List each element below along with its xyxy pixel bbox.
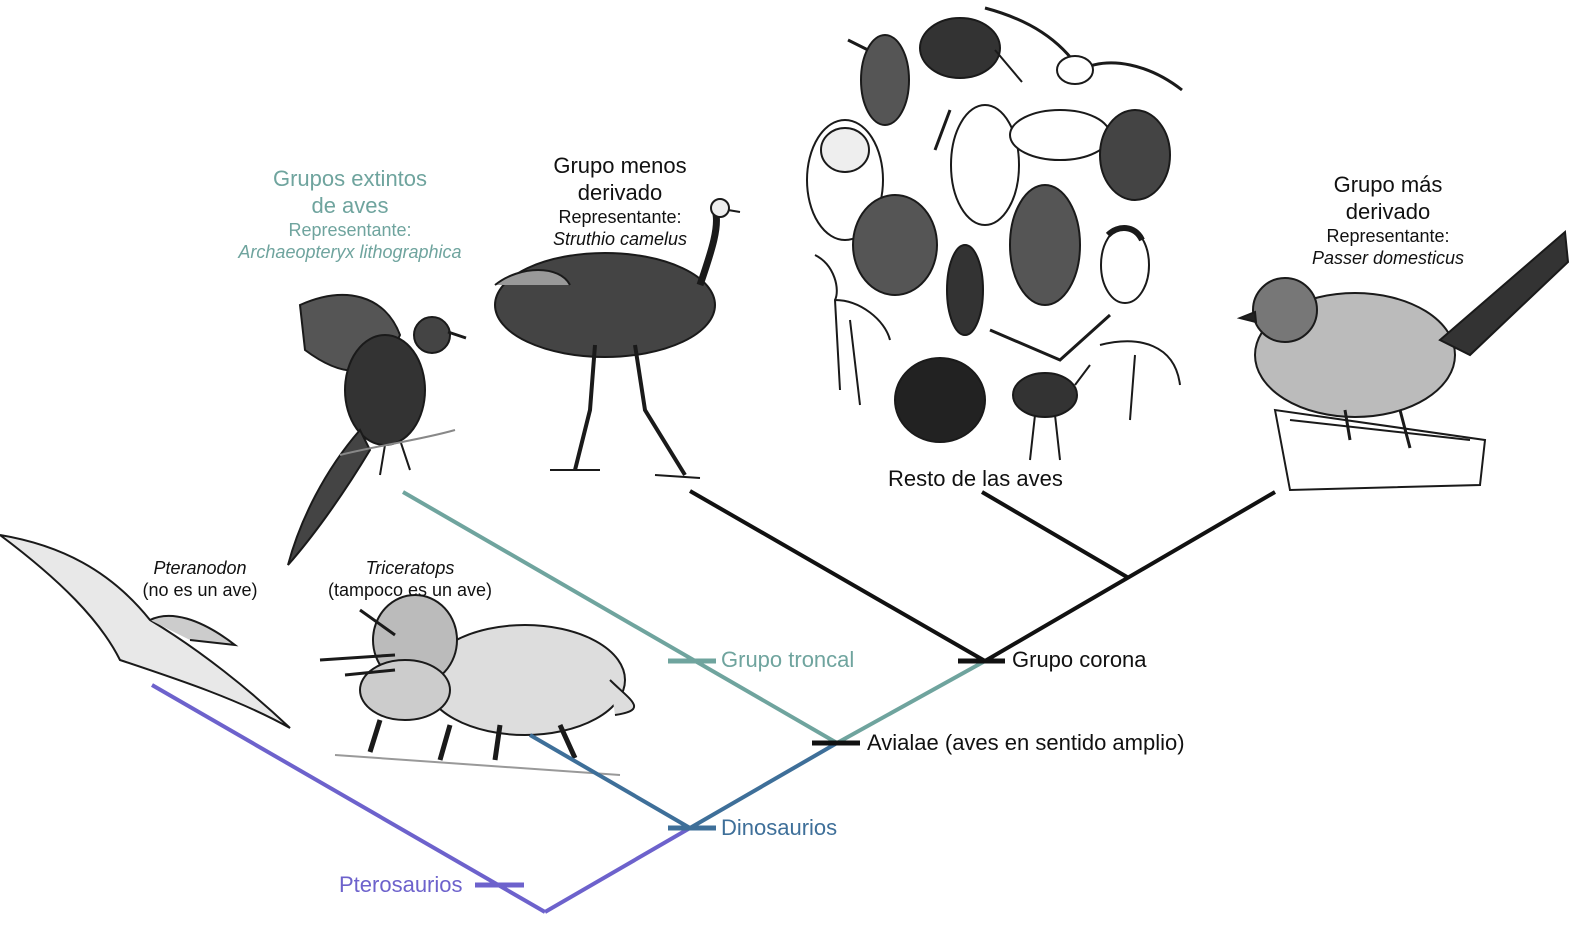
avialae-label: Avialae (aves en sentido amplio) — [867, 730, 1185, 755]
pteranodon-icon — [0, 534, 291, 729]
ostrich-icon — [494, 198, 741, 479]
most-derived-label: Grupo más derivado Representante: Passer… — [1311, 172, 1465, 268]
pteranodon-label: Pteranodon (no es un ave) — [142, 558, 258, 600]
troncal-label: Grupo troncal — [721, 647, 855, 672]
node-ticks — [475, 658, 1005, 888]
tree-branches — [150, 489, 1277, 914]
archaeopteryx-icon — [287, 294, 467, 566]
rest-of-birds-label: Resto de las aves — [888, 466, 1063, 491]
extinct-groups-label: Grupos extintos de aves Representante: A… — [238, 166, 462, 262]
corona-label: Grupo corona — [1012, 647, 1147, 672]
sparrow-icon — [1236, 229, 1570, 492]
triceratops-label: Triceratops (tampoco es un ave) — [327, 558, 493, 600]
triceratops-icon — [319, 594, 636, 776]
least-derived-label: Grupo menos derivado Representante: Stru… — [552, 153, 688, 249]
dinosaurios-label: Dinosaurios — [721, 815, 838, 840]
pterosaurios-label: Pterosaurios — [339, 872, 463, 897]
bird-collage-icon — [806, 6, 1183, 461]
